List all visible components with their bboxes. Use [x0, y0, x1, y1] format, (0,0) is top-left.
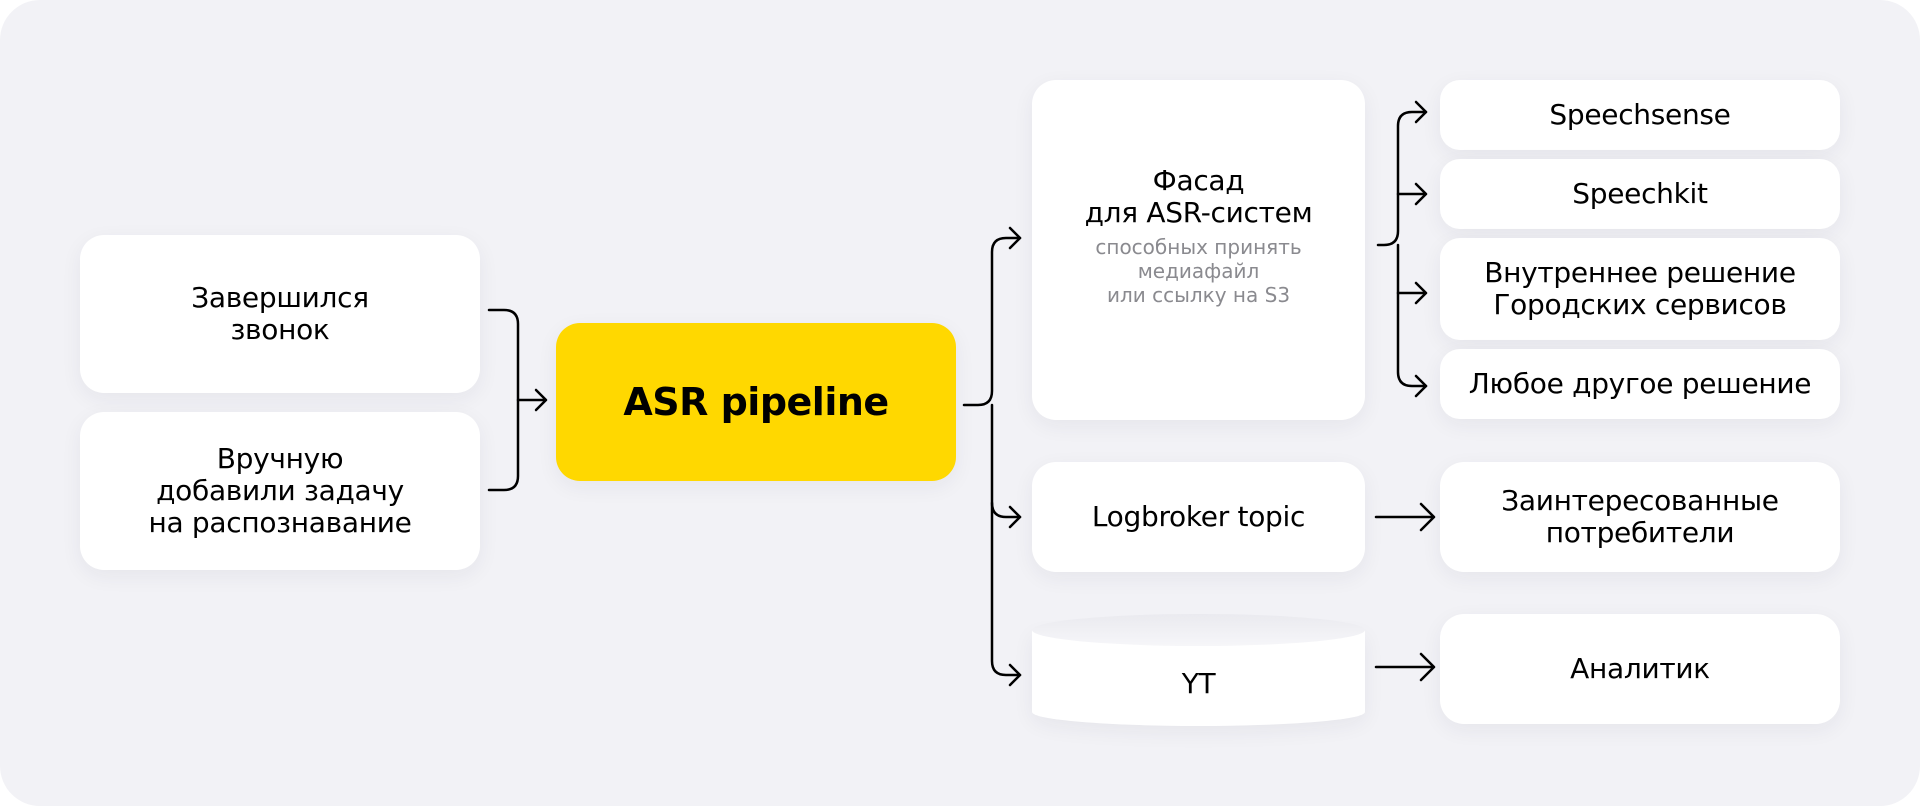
arrow-to-analyst — [1374, 652, 1436, 682]
asr-facade-box: Фасад для ASR-систем способных принять м… — [1032, 80, 1365, 420]
wire-to-facade — [962, 236, 1022, 407]
asr-system-speechkit: Speechkit — [1440, 159, 1840, 229]
yt-storage-cylinder: YT — [1032, 614, 1365, 726]
yt-storage-label: YT — [1181, 667, 1216, 700]
asr-system-internal: Внутреннее решение Городских сервисов — [1440, 238, 1840, 340]
asr-system-label: Speechkit — [1572, 177, 1708, 210]
wire-speechkit — [1396, 182, 1428, 206]
input-bracket — [487, 308, 520, 492]
input-manual-task-label: Вручную добавили задачу на распознавание — [148, 442, 412, 539]
asr-system-label: Внутреннее решение Городских сервисов — [1484, 256, 1796, 321]
wire-to-yt — [990, 403, 1022, 677]
wire-speechsense — [1376, 110, 1428, 247]
asr-pipeline-label: ASR pipeline — [623, 380, 889, 424]
asr-facade-subtitle: способных принять медиафайл или ссылку н… — [1095, 235, 1302, 307]
asr-system-label: Speechsense — [1549, 98, 1731, 131]
asr-facade-title: Фасад для ASR-систем — [1084, 164, 1313, 229]
asr-system-speechsense: Speechsense — [1440, 80, 1840, 150]
logbroker-topic-label: Logbroker topic — [1091, 500, 1306, 533]
yt-cylinder-body — [1032, 630, 1365, 726]
asr-system-other: Любое другое решение — [1440, 349, 1840, 419]
analyst-box: Аналитик — [1440, 614, 1840, 724]
wire-other — [1396, 243, 1428, 388]
interested-consumers-label: Заинтересованные потребители — [1501, 484, 1779, 549]
input-call-ended: Завершился звонок — [80, 235, 480, 393]
arrow-to-consumers — [1374, 502, 1436, 532]
arrow-to-pipeline — [516, 388, 548, 412]
yt-cylinder-top — [1032, 614, 1365, 646]
interested-consumers-box: Заинтересованные потребители — [1440, 462, 1840, 572]
logbroker-topic-box: Logbroker topic — [1032, 462, 1365, 572]
analyst-label: Аналитик — [1570, 652, 1710, 685]
input-call-ended-label: Завершился звонок — [191, 281, 369, 346]
asr-pipeline-box: ASR pipeline — [556, 323, 956, 481]
wire-internal — [1396, 281, 1428, 305]
wire-to-logbroker — [990, 501, 1022, 519]
input-manual-task: Вручную добавили задачу на распознавание — [80, 412, 480, 570]
asr-system-label: Любое другое решение — [1468, 367, 1812, 400]
